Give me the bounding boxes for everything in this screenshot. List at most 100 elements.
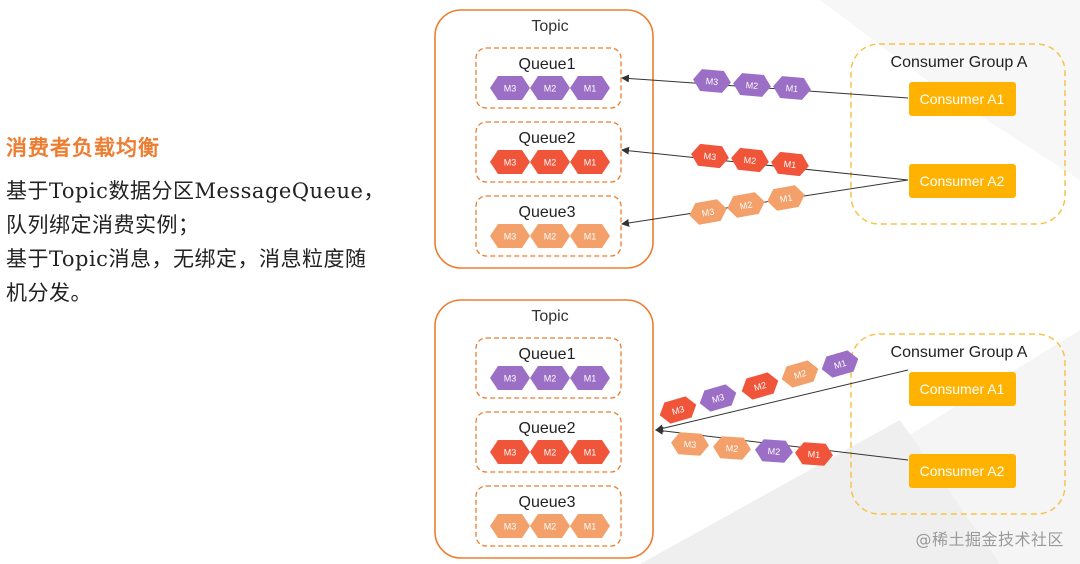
- diagram1-flow-message-label: M3: [705, 76, 718, 87]
- diagram1-queue-message: [530, 150, 570, 174]
- diagram2-flow-message-label: M3: [683, 439, 696, 450]
- diagram2-consumer-group-box: [850, 333, 1066, 515]
- diagram1-queue-message: [570, 224, 610, 248]
- watermark: @稀土掘金技术社区: [915, 530, 1064, 549]
- description-line-4: 机分发。: [6, 281, 92, 305]
- diagram1-flow-message-label: M2: [745, 80, 758, 91]
- diagram1-queue-box: [475, 195, 622, 257]
- diagram2-consumer-label: Consumer A1: [920, 381, 1005, 397]
- diagram2-flow-message: [741, 372, 779, 400]
- description-line-3: 基于Topic消息，无绑定，消息粒度随: [6, 247, 367, 271]
- diagram2-flow-message-label: M3: [671, 404, 686, 417]
- diagram1-flow-message: [689, 199, 727, 225]
- diagram1-topic-box: [434, 9, 654, 269]
- diagram2-queue-box: [475, 411, 622, 473]
- diagram1-flow-message-group: M2: [727, 192, 765, 218]
- diagram1-flow-message-label: M2: [743, 155, 756, 166]
- diagram1-flow-message: [727, 192, 765, 218]
- diagram2-topic-box: [434, 299, 654, 559]
- diagram2-flow-message-label: M1: [807, 449, 820, 460]
- diagram1-queue-message: [490, 150, 530, 174]
- diagram2-flow-message-group: M3: [671, 432, 709, 456]
- diagram2-flow-message-label: M2: [725, 443, 738, 454]
- diagram2-flow-message-label: M2: [793, 368, 808, 381]
- diagram1-queue-message-label: M3: [504, 232, 517, 242]
- diagram1-flow-message-group: M1: [767, 185, 805, 211]
- diagram2-flow-message: [795, 442, 833, 466]
- diagram1-flow-message-label: M2: [739, 199, 753, 211]
- diagram1-flow-message: [767, 185, 805, 211]
- diagram2-flow-message-label: M1: [833, 358, 848, 371]
- diagram1-queue-message-label: M3: [504, 84, 517, 94]
- diagram2-queue-message-label: M3: [504, 448, 517, 458]
- section-title: 消费者负载均衡: [6, 135, 160, 160]
- diagram1-flow-message: [771, 151, 809, 177]
- diagram2-consumer-group-label: Consumer Group A: [891, 344, 1028, 361]
- diagram1-queue-label: Queue3: [519, 204, 576, 221]
- diagram1-flow-message-label: M3: [701, 206, 715, 218]
- diagram1-queue-message-label: M1: [584, 158, 597, 168]
- diagram2-flow-message: [699, 384, 737, 412]
- diagram2-flow-message-label: M2: [753, 380, 768, 393]
- diagram2-queue-message: [530, 514, 570, 538]
- description-line-1: 基于Topic数据分区MessageQueue，: [6, 179, 385, 203]
- diagram1-flow-message-group: M2: [731, 147, 769, 173]
- diagram1-queue-label: Queue2: [519, 130, 576, 147]
- diagram2-flow-message-label: M3: [711, 392, 726, 405]
- diagram2-flow-message: [713, 436, 751, 460]
- diagram1-consumer-label: Consumer A1: [920, 91, 1005, 107]
- diagram2-flow-message-label: M2: [767, 446, 780, 457]
- diagram1-queue-message-label: M2: [544, 84, 557, 94]
- diagram1-flow-message-group: M1: [771, 151, 809, 177]
- diagram2-flow-message-group: M2: [755, 439, 793, 463]
- diagram2-flow-message: [755, 439, 793, 463]
- diagram2-queue-message-label: M1: [584, 522, 597, 532]
- diagram2-topic-label: Topic: [531, 308, 568, 325]
- diagram1-queue-message: [530, 76, 570, 100]
- diagram1-queue-message-label: M2: [544, 232, 557, 242]
- diagram1-flow-message: [731, 147, 769, 173]
- diagram1-queue-message-label: M1: [584, 84, 597, 94]
- diagram2-flow-message: [781, 360, 819, 388]
- diagram2-queue-message: [530, 440, 570, 464]
- diagram1-queue-message: [570, 76, 610, 100]
- diagram2-consumer-box: [909, 372, 1016, 406]
- diagram2-queue-message-label: M2: [544, 448, 557, 458]
- diagram2-flow-message: [671, 432, 709, 456]
- diagram2-queue-message: [490, 366, 530, 390]
- diagram2-consumer-label: Consumer A2: [920, 463, 1005, 479]
- diagram1-flow-arrow: [621, 179, 909, 227]
- diagram1-flow-message: [693, 69, 731, 93]
- diagram1-queue-message-label: M3: [504, 158, 517, 168]
- diagram1-queue-message: [490, 76, 530, 100]
- diagram1-flow-message-label: M1: [785, 83, 798, 94]
- diagram1-queue-message: [530, 224, 570, 248]
- diagram1-flow-message-group: M3: [691, 143, 729, 169]
- diagram1-queue-box: [475, 121, 622, 183]
- diagram2-flow-message-group: M2: [781, 360, 819, 388]
- diagram1-queue-message-label: M1: [584, 232, 597, 242]
- diagram2-flow-message-group: M1: [795, 442, 833, 466]
- diagram1-flow-message-label: M1: [779, 192, 793, 204]
- diagram1-consumer-label: Consumer A2: [920, 173, 1005, 189]
- diagram2-consumer-box: [909, 454, 1016, 488]
- diagram1-queue-message: [570, 150, 610, 174]
- diagram2-queue-label: Queue3: [519, 494, 576, 511]
- diagram1-consumer-group-label: Consumer Group A: [891, 54, 1028, 71]
- diagram1-flow-message-group: M1: [773, 76, 811, 100]
- diagram2-queue-label: Queue2: [519, 420, 576, 437]
- diagram1-flow-message: [773, 76, 811, 100]
- diagram2-queue-message-label: M1: [584, 374, 597, 384]
- diagram2-queue-message-label: M2: [544, 522, 557, 532]
- diagram2-flow-message-group: M3: [659, 396, 697, 424]
- diagram1-flow-message: [691, 143, 729, 169]
- diagram1-consumer-box: [909, 164, 1016, 198]
- diagram2-queue-message: [490, 440, 530, 464]
- diagram1-flow-message-group: M3: [693, 69, 731, 93]
- diagram2-flow-message-group: M2: [713, 436, 751, 460]
- diagram2-queue-message: [530, 366, 570, 390]
- diagram2-queue-box: [475, 485, 622, 547]
- diagram2-queue-message: [570, 440, 610, 464]
- diagram2-flow-message-group: M2: [741, 372, 779, 400]
